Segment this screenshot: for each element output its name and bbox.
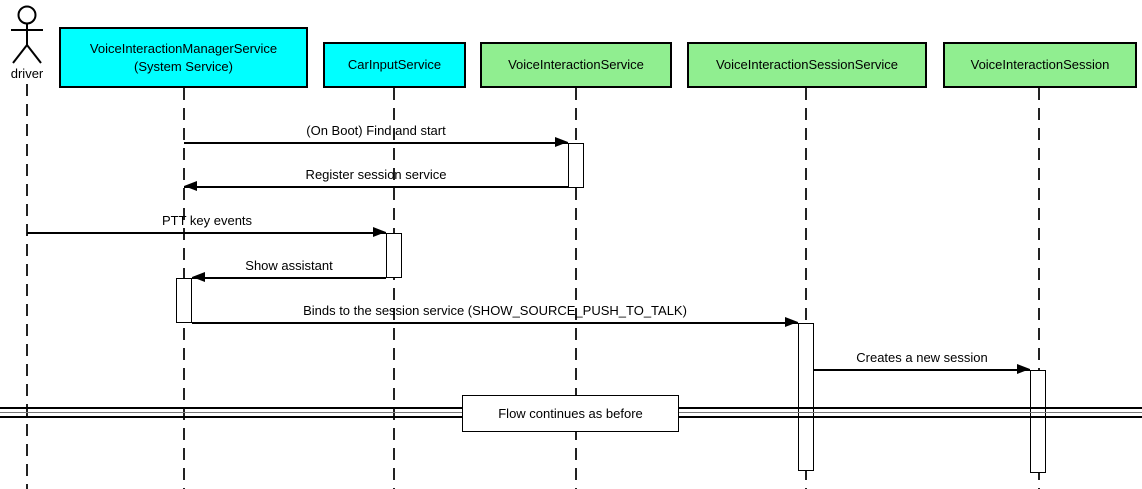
activation-bar-voice-interaction-session [1030,370,1046,473]
lifeline-voice-interaction-service [575,88,577,489]
arrowhead-right-icon [1017,364,1030,374]
activation-bar-voice-interaction-service [568,143,584,188]
message-line [184,186,568,188]
arrowhead-right-icon [373,227,386,237]
actor-person-icon [11,5,43,64]
arrowhead-left-icon [184,181,197,191]
message-label: Register session service [305,167,447,182]
message-label: PTT key events [161,213,253,228]
lifeline-car-input-service [393,88,395,489]
lifeline-driver [26,84,28,489]
arrowhead-left-icon [192,272,205,282]
message-label: Creates a new session [856,350,988,365]
participant-sublabel: (System Service) [134,58,233,74]
activation-bar-voice-interaction-manager-service [176,278,192,323]
participant-label: VoiceInteractionSessionService [715,57,899,73]
participant-voice-interaction-manager-service: VoiceInteractionManagerService (System S… [59,27,308,88]
divider-label: Flow continues as before [498,406,643,421]
activation-bar-voice-interaction-session-service [798,323,814,471]
participant-label: CarInputService [347,57,442,73]
participant-car-input-service: CarInputService [323,42,466,88]
message-label: Binds to the session service (SHOW_SOURC… [303,303,687,318]
participant-label: VoiceInteractionService [508,57,644,73]
arrowhead-right-icon [785,317,798,327]
message-line [184,142,568,144]
participant-voice-interaction-session: VoiceInteractionSession [943,42,1137,88]
message-line [27,232,386,234]
activation-bar-car-input-service [386,233,402,278]
arrowhead-right-icon [555,137,568,147]
message-label: (On Boot) Find and start [306,123,446,138]
divider-label-box: Flow continues as before [462,395,679,432]
participant-voice-interaction-service: VoiceInteractionService [480,42,672,88]
message-line [814,369,1030,371]
actor-label: driver [10,66,44,81]
message-label: Show assistant [245,258,333,273]
lifeline-voice-interaction-session [1038,88,1040,489]
message-line [192,322,798,324]
participant-label: VoiceInteractionSession [970,57,1110,73]
participant-voice-interaction-session-service: VoiceInteractionSessionService [687,42,927,88]
lifeline-voice-interaction-session-service [805,88,807,489]
participant-label: VoiceInteractionManagerService [89,40,278,56]
message-line [192,277,386,279]
